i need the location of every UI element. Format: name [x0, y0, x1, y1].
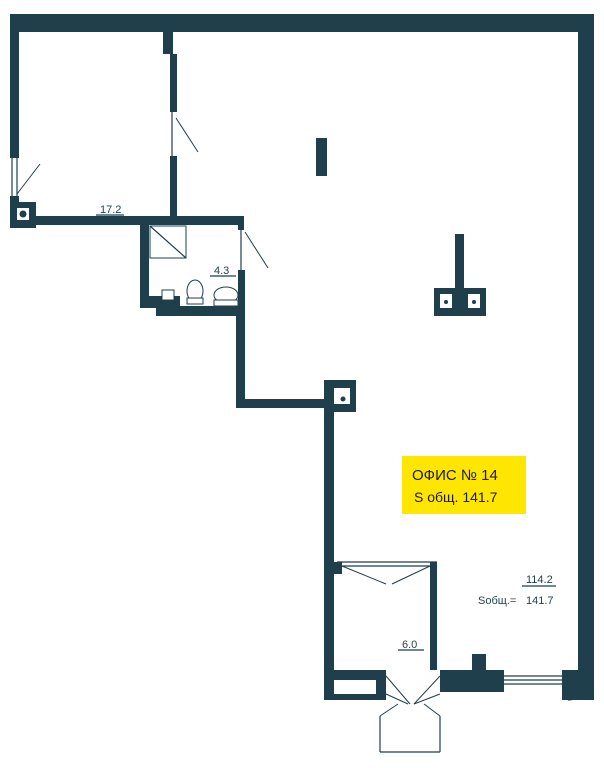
- wall-bath-top: [140, 216, 244, 225]
- door-left-room: [16, 163, 41, 195]
- wall-bath-left: [140, 216, 149, 308]
- bottom-walls: [324, 562, 594, 700]
- wall-bottom-right: [562, 670, 594, 700]
- wall-left-room-partition: [170, 54, 177, 112]
- corridor-walls: [236, 306, 356, 674]
- office-badge: ОФИС № 14 S общ. 141.7: [402, 456, 526, 514]
- bathroom-area: 4.3: [214, 265, 229, 277]
- thin-lines: [11, 112, 562, 685]
- main-hall-total-value: 141.7: [526, 595, 554, 607]
- vestibule-area: 6.0: [402, 639, 417, 651]
- wall-right: [578, 14, 594, 674]
- badge-title: ОФИС № 14: [412, 467, 498, 484]
- wall-bath-corner: [156, 296, 165, 316]
- badge-subtitle: S общ. 141.7: [414, 489, 498, 505]
- wall-left-room-partition-top: [163, 32, 173, 54]
- wall-top: [10, 14, 594, 32]
- column-top: [316, 138, 327, 176]
- wall-left-upper: [10, 14, 19, 158]
- doors: [16, 117, 587, 753]
- riser-vertical: [455, 234, 464, 314]
- room-labels: 17.2 4.3 114.2 Sобщ.= 141.7 6.0: [96, 204, 556, 651]
- left-room-walls: [36, 32, 182, 225]
- door-entrance-left: [385, 693, 409, 705]
- wall-bath-right-top: [238, 216, 244, 230]
- main-hall-total-prefix: Sобщ.=: [478, 595, 516, 607]
- wall-left-room-bottom: [36, 216, 182, 225]
- outer-walls: [10, 14, 594, 674]
- door-bathroom: [244, 231, 269, 269]
- door-vestibule-right: [391, 565, 431, 585]
- wall-bath-bottom: [156, 306, 245, 316]
- wall-left-room-partition-low: [170, 156, 177, 225]
- wall-vestibule-right: [430, 562, 437, 670]
- door-partition: [175, 117, 199, 153]
- hall-columns: [316, 138, 486, 316]
- door-vestibule-left: [341, 565, 387, 585]
- room-left-area: 17.2: [100, 204, 121, 216]
- main-hall-area: 114.2: [526, 574, 553, 586]
- wall-vestibule-left-stub: [334, 562, 342, 574]
- wall-bath-right: [238, 270, 245, 316]
- bathroom-fixtures: [149, 225, 239, 307]
- wall-center-vertical: [324, 408, 334, 674]
- wall-bottom-center: [440, 670, 504, 692]
- door-entrance-right: [413, 693, 441, 705]
- floor-drain-icon: [161, 289, 175, 301]
- wall-step-vertical: [236, 306, 245, 408]
- wall-step-horizontal: [236, 399, 336, 408]
- wall-bottom-column: [472, 654, 486, 670]
- badge-background: [402, 456, 526, 514]
